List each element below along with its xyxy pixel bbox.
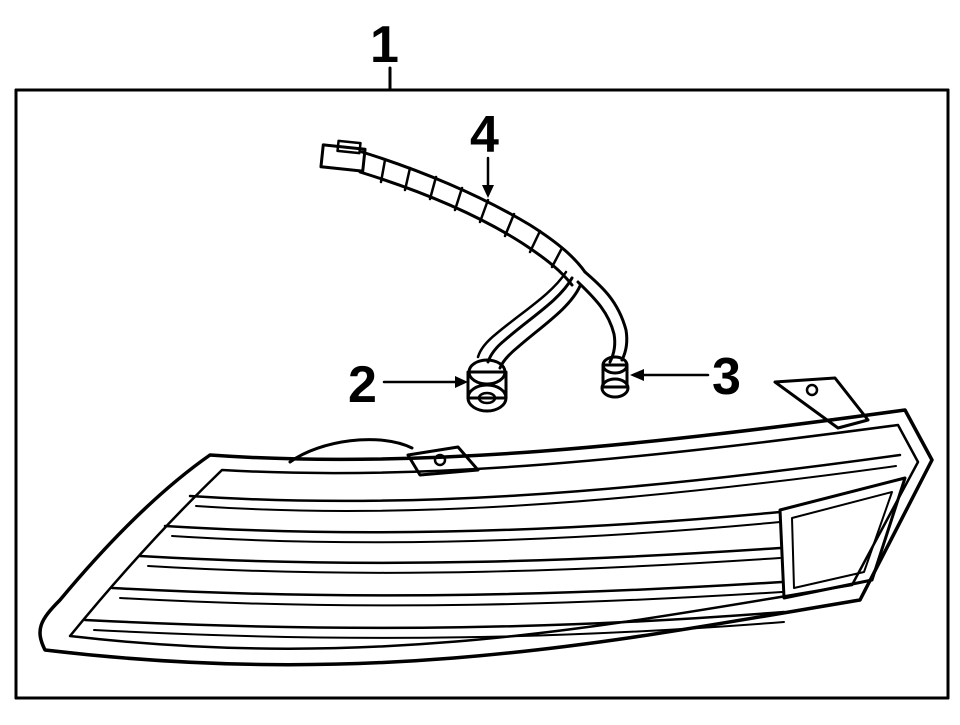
callout-4: 4 — [470, 106, 499, 164]
arrowhead-3 — [630, 369, 644, 381]
arrowhead-4 — [482, 185, 494, 198]
wiring-harness — [319, 139, 629, 370]
lens-ribs — [83, 453, 902, 639]
callout-2: 2 — [348, 356, 377, 414]
callout-1: 1 — [370, 16, 399, 74]
socket-large — [466, 358, 508, 413]
callout-3: 3 — [712, 348, 741, 406]
harness-tape-wraps — [379, 158, 564, 269]
callout-arrows — [382, 156, 710, 388]
socket-small — [600, 355, 630, 399]
arrowhead-2 — [455, 376, 468, 388]
lamp-housing — [38, 376, 934, 667]
assembly-frame — [14, 66, 950, 700]
